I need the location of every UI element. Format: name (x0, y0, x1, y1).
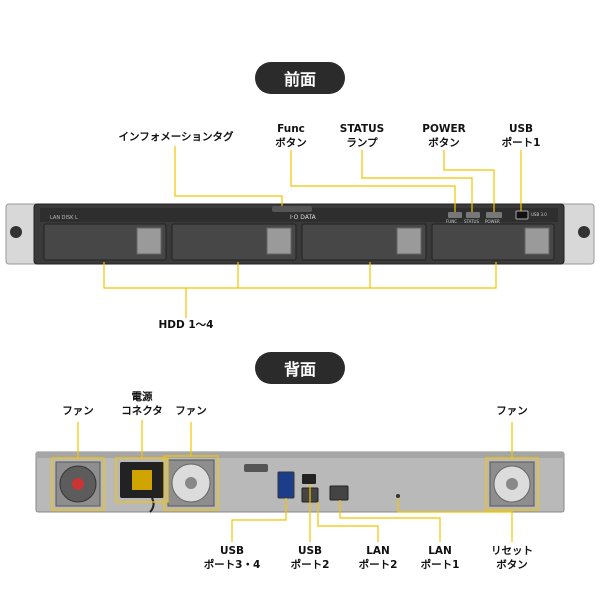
front-top-strip (40, 208, 558, 222)
front-usb-small: USB 3.0 (531, 212, 547, 217)
hdd-bay-1[interactable] (43, 223, 167, 261)
front-section-title: 前面 (283, 70, 316, 89)
hdd-handle-3[interactable] (396, 227, 422, 255)
func-line (290, 150, 456, 212)
label-status-lamp: STATUS ランプ (339, 123, 385, 149)
label-usb-port-3-4: USB ポート3・4 (203, 545, 261, 571)
func-button[interactable] (448, 212, 462, 218)
rear-section-pill: 背面 (255, 352, 345, 384)
front-power-small: POWER (485, 219, 500, 224)
label-usb-port-2: USB ポート2 (290, 545, 330, 571)
hdd-bracket (103, 262, 497, 289)
front-status-small: STATUS (464, 219, 480, 224)
label-usb-port-1: USB ポート1 (501, 123, 541, 149)
rear-chassis (35, 451, 565, 513)
hdd-bays (43, 223, 555, 261)
hdd-bay-3[interactable] (301, 223, 427, 261)
label-lan-port-1: LAN ポート1 (420, 545, 460, 571)
right-rack-screw (578, 226, 590, 238)
hdd-handle-2[interactable] (266, 227, 292, 255)
rear-label-plate (244, 464, 268, 472)
model-name: LAN DISK L (50, 215, 78, 221)
front-func-small: FUNC (446, 219, 458, 224)
hdd-bay-4[interactable] (431, 223, 555, 261)
label-func-button: Func ボタン (275, 123, 307, 149)
left-rack-screw (10, 226, 22, 238)
label-power-button: POWER ボタン (422, 123, 466, 149)
power-line (443, 150, 495, 212)
label-info-tag: インフォメーションタグ (118, 131, 234, 143)
rear-unit (35, 451, 565, 513)
information-tag[interactable] (272, 206, 312, 212)
brand-logo: I·O DATA (290, 214, 317, 221)
rear-section-title: 背面 (283, 360, 316, 379)
label-fan-left: ファン (62, 405, 94, 417)
hdd-bay-2[interactable] (171, 223, 297, 261)
front-unit: I·O DATA LAN DISK L (5, 203, 595, 265)
power-button[interactable] (486, 212, 502, 218)
status-line (361, 150, 473, 212)
label-lan-port-2: LAN ポート2 (358, 545, 398, 571)
hdd-handle-4[interactable] (524, 227, 550, 255)
usb-port-icon[interactable] (277, 471, 295, 499)
reset-hole-icon[interactable] (396, 494, 400, 498)
hdd-handle-1[interactable] (136, 227, 162, 255)
label-fan-right: ファン (496, 405, 528, 417)
info-tag-line (174, 146, 283, 206)
label-power-connector: 電源 コネクタ (121, 391, 163, 417)
rear-callouts (51, 420, 539, 542)
lan-port-icon[interactable] (329, 485, 349, 501)
usb-port-icon[interactable] (302, 474, 316, 484)
status-lamp (466, 212, 480, 218)
usb-port-1-icon[interactable] (515, 210, 529, 220)
lan2-line (317, 502, 379, 542)
label-reset-button: リセット ボタン (491, 545, 533, 571)
usb34-line (231, 498, 287, 542)
front-section-pill: 前面 (255, 62, 345, 94)
reset-line (397, 498, 513, 542)
lan1-line (339, 500, 441, 542)
label-hdd: HDD 1〜4 (158, 319, 214, 331)
label-fan-middle: ファン (175, 405, 207, 417)
front-callouts (103, 146, 522, 318)
